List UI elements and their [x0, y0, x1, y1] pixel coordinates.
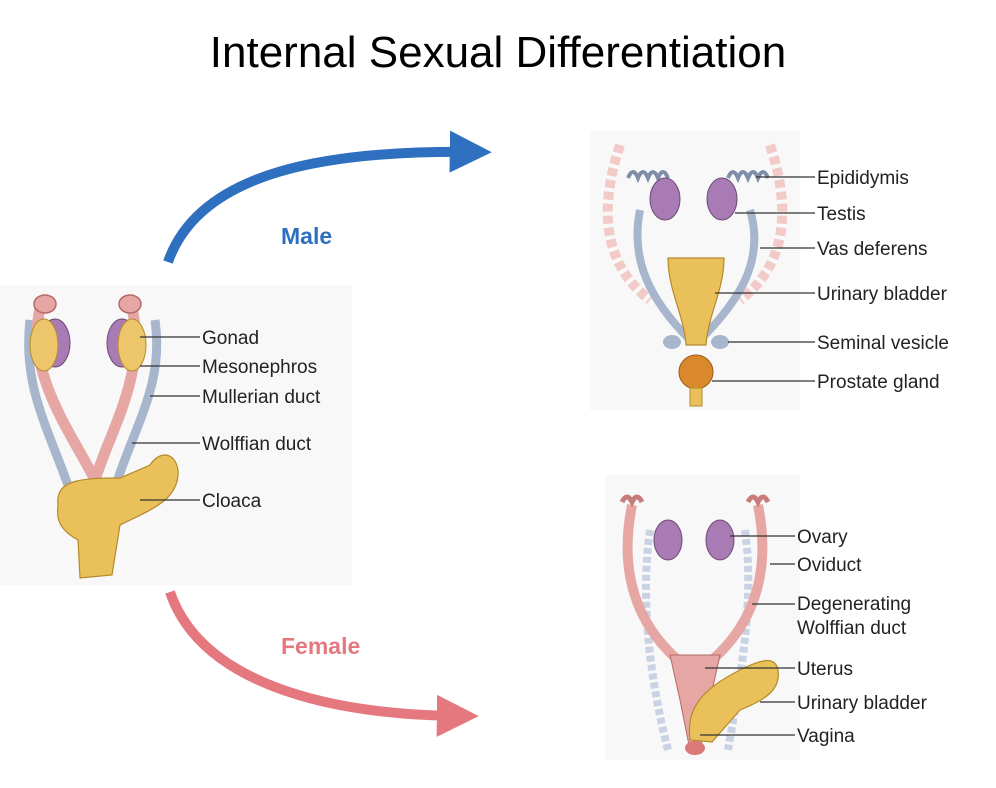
label-epididymis: Epididymis [817, 168, 909, 189]
label-degenerating: Degenerating [797, 594, 911, 615]
label-mullerian-duct: Mullerian duct [202, 387, 321, 408]
female-stage-illustration [605, 475, 800, 760]
label-ovary: Ovary [797, 527, 848, 548]
page-title: Internal Sexual Differentiation [209, 28, 787, 77]
male-arrow [163, 130, 492, 264]
male-stage-illustration [590, 130, 800, 410]
female-arrow-label: Female [281, 633, 360, 659]
label-cloaca: Cloaca [202, 491, 262, 512]
label-wolffian-duct: Wolffian duct [202, 434, 312, 455]
female-arrow [165, 590, 479, 737]
male-arrow-label: Male [281, 223, 332, 249]
label-seminal-vesicle: Seminal vesicle [817, 333, 949, 354]
label-vagina: Vagina [797, 726, 855, 747]
label-mesonephros: Mesonephros [202, 357, 317, 378]
label-testis: Testis [817, 204, 866, 225]
label-prostate-gland: Prostate gland [817, 372, 940, 393]
label-uterus: Uterus [797, 659, 853, 680]
label-male-urinary-bladder: Urinary bladder [817, 284, 948, 305]
label-female-urinary-bladder: Urinary bladder [797, 693, 928, 714]
label-wolffian-duct-female: Wolffian duct [797, 618, 907, 639]
label-vas-deferens: Vas deferens [817, 239, 928, 260]
label-gonad: Gonad [202, 328, 259, 349]
indifferent-stage-illustration [0, 285, 352, 585]
label-oviduct: Oviduct [797, 555, 862, 576]
